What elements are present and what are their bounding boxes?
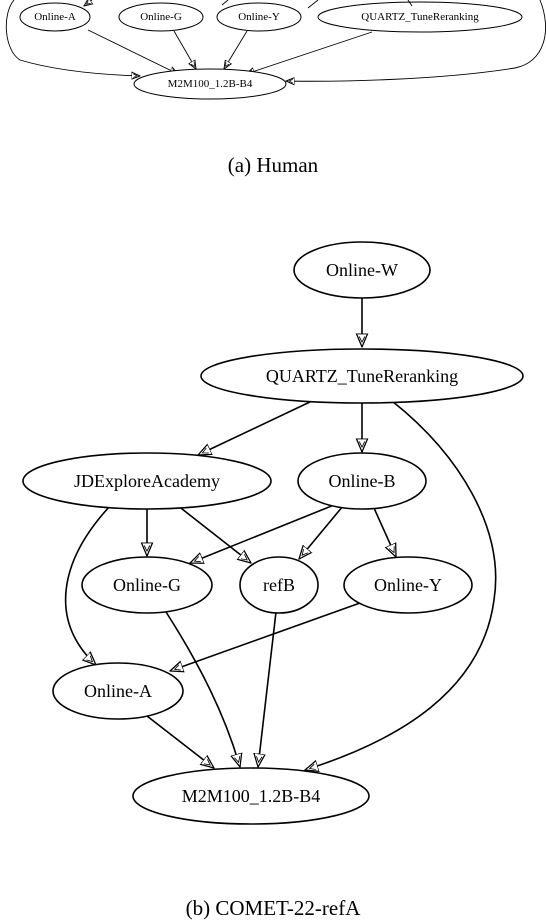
node-ellipse [19, 2, 91, 32]
node-quartz: QUARTZ_TuneReranking [317, 1, 523, 33]
edge-online-b-to-online-g [190, 504, 335, 563]
edge-line [258, 611, 277, 767]
edge-line [176, 504, 251, 563]
edge-line [190, 504, 335, 563]
edge-line [87, 29, 178, 74]
edge-online-b-to-online-y [373, 507, 397, 557]
caption-human: (a) Human [228, 153, 319, 177]
node-label: QUARTZ_TuneReranking [361, 11, 479, 23]
node-online-g: Online-G [118, 2, 204, 32]
edge-line [299, 505, 344, 559]
edge-line [64, 505, 111, 665]
node-label: Online-Y [374, 575, 442, 595]
node-ellipse [200, 348, 524, 404]
node-online-w: Online-W [293, 241, 431, 299]
edge-line [146, 715, 214, 768]
node-ellipse [118, 2, 204, 32]
edge-quartz-to-m2m [246, 31, 373, 74]
node-label: Online-B [329, 471, 396, 491]
edge-online-a-to-m2m [87, 29, 178, 74]
edge-line [170, 602, 361, 671]
graph-comet-22-refa: Online-W QUARTZ_TuneRerankingJDExploreAca… [22, 241, 524, 920]
node-online-a: Online-A [19, 2, 91, 32]
nodes-human: Online-A Online-G Online-Y QUARTZ_TuneReran… [19, 1, 523, 100]
caption-comet-22-refa: (b) COMET-22-refA [186, 896, 362, 920]
edge-online-g-to-m2m [173, 30, 196, 69]
edge-stub-right [286, 0, 546, 81]
edge-line [173, 30, 196, 69]
edge-line [373, 507, 397, 557]
edges-comet [64, 298, 497, 770]
edge-quartz-to-jdexplore [198, 400, 313, 456]
node-m2m: M2M100_1.2B-B4 [132, 767, 370, 825]
node-m2m: M2M100_1.2B-B4 [133, 68, 287, 100]
node-label: Online-G [113, 575, 181, 595]
edge-line [224, 30, 248, 69]
edge-online-y-to-online-a [170, 602, 361, 671]
node-label: Online-A [84, 681, 152, 701]
node-label: JDExploreAcademy [74, 471, 220, 491]
edges-human [87, 29, 373, 74]
node-ellipse [297, 452, 427, 510]
node-label: Online-W [326, 260, 398, 280]
edge-line [246, 31, 373, 74]
node-label: M2M100_1.2B-B4 [168, 78, 253, 90]
edge-online-b-to-refb [299, 505, 344, 559]
node-ellipse [132, 767, 370, 825]
edge-line [305, 400, 497, 770]
edge-online-y-to-m2m [224, 30, 248, 69]
node-ellipse [239, 556, 319, 614]
edge-quartz-to-m2m [305, 400, 497, 770]
edge-stub-left [5, 0, 140, 76]
edge-line [198, 400, 313, 456]
node-label: Online-G [140, 11, 182, 23]
node-ellipse [343, 556, 473, 614]
node-quartz: QUARTZ_TuneReranking [200, 348, 524, 404]
node-online-b: Online-B [297, 452, 427, 510]
edge-stub-top-3 [307, 0, 319, 9]
edge-stub-top-2 [221, 0, 229, 6]
edge-stub-top-1 [84, 0, 92, 6]
node-ellipse [52, 662, 184, 720]
edge-refb-to-m2m [258, 611, 277, 767]
node-online-y: Online-Y [216, 2, 302, 32]
node-label: QUARTZ_TuneReranking [266, 366, 458, 386]
edge-online-g-to-m2m [165, 611, 240, 767]
node-ellipse [81, 556, 213, 614]
edge-line [165, 611, 240, 767]
edge-stub-top-4 [407, 0, 413, 7]
node-label: refB [263, 575, 295, 595]
node-ellipse [317, 1, 523, 33]
node-online-g: Online-G [81, 556, 213, 614]
node-ellipse [293, 241, 431, 299]
node-ellipse [216, 2, 302, 32]
node-jdexplore: JDExploreAcademy [22, 452, 272, 510]
node-online-a: Online-A [52, 662, 184, 720]
graph-human: Online-A Online-G Online-Y QUARTZ_TuneReran… [5, 0, 546, 177]
node-refb: refB [239, 556, 319, 614]
node-online-y: Online-Y [343, 556, 473, 614]
node-label: Online-A [34, 11, 76, 23]
node-ellipse [22, 452, 272, 510]
edge-jdexplore-to-refb [176, 504, 251, 563]
edge-jdexplore-to-online-a [64, 505, 111, 665]
node-label: M2M100_1.2B-B4 [182, 786, 321, 806]
nodes-comet: Online-W QUARTZ_TuneRerankingJDExploreAca… [22, 241, 524, 825]
node-label: Online-Y [238, 11, 280, 23]
edge-online-a-to-m2m [146, 715, 214, 768]
